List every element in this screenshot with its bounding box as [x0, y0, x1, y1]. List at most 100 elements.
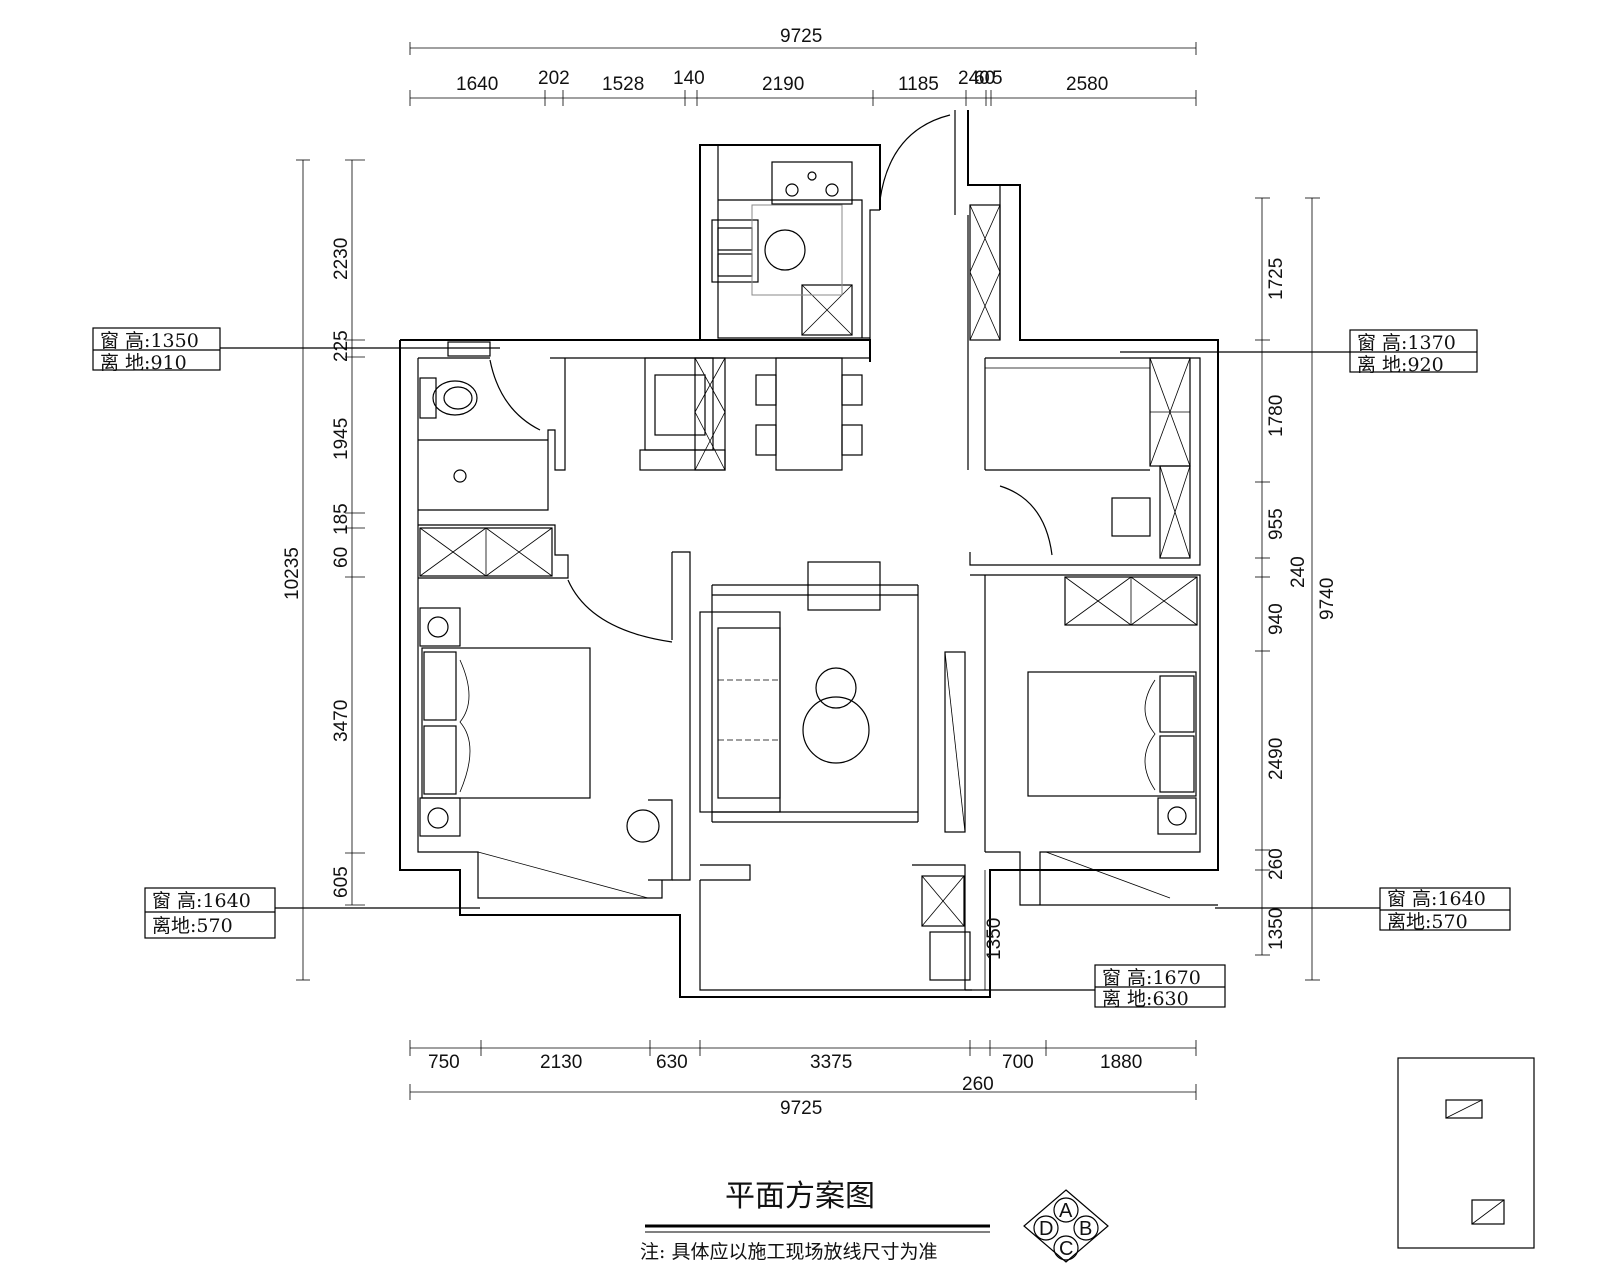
dining-area: [639, 357, 863, 471]
top-total-dim: 9725: [780, 26, 822, 47]
window-tag-1-ground: 离 地:910: [100, 352, 187, 374]
balcony-dim: 1350: [984, 918, 1005, 960]
bottom-dim-extra: 260: [962, 1074, 994, 1095]
entry-cabinet: [969, 204, 1001, 341]
left-dim-4: 185: [331, 503, 352, 535]
dining-chair: [841, 374, 863, 406]
left-dim-3: 1945: [331, 418, 352, 460]
drawing-title: 平面方案图: [725, 1179, 875, 1214]
top-dimensions: 9725 1640 202 1528 140 2190 1185 240 60 …: [409, 26, 1197, 106]
compass-label-c: C: [1059, 1238, 1073, 1260]
dining-table: [775, 357, 843, 471]
laundry-sink: [929, 931, 971, 981]
top-dim-3: 1528: [602, 74, 644, 95]
walls: [399, 110, 1219, 998]
bottom-dimensions: 750 2130 630 3375 700 1880 260 9725: [409, 1040, 1197, 1119]
compass-label-a: A: [1059, 1200, 1073, 1222]
top-dim-2: 202: [538, 68, 570, 89]
title-block: 平面方案图 注: 具体应以施工现场放线尺寸为准: [640, 1179, 990, 1263]
left-dim-1: 2230: [331, 238, 352, 280]
top-dim-9: 5: [992, 68, 1003, 89]
top-dim-10: 2580: [1066, 74, 1108, 95]
window-tag-4-height: 窗 高:1640: [1387, 888, 1486, 910]
nightstand: [419, 797, 461, 837]
legend-box: [1397, 1057, 1535, 1249]
right-dim-7: 260: [1266, 848, 1287, 880]
washing-machine: [921, 875, 965, 927]
shower-drain: [453, 469, 467, 483]
compass-icon: A B C D: [1023, 1189, 1109, 1263]
legend-symbol-2: [1471, 1199, 1505, 1225]
stove: [771, 161, 853, 205]
right-bedroom: [1027, 576, 1198, 899]
window-tag-4-ground: 离地:570: [1387, 911, 1468, 933]
tv-cabinet: [807, 561, 881, 611]
bedroom-chair: [626, 809, 660, 843]
top-dim-7: 240: [958, 68, 990, 89]
window-tag-2-ground: 离 地:920: [1357, 354, 1444, 376]
bottom-dim-1: 750: [428, 1052, 460, 1073]
bottom-total-dim: 9725: [780, 1098, 822, 1119]
left-dim-7: 605: [331, 866, 352, 898]
living-cabinet: [944, 651, 966, 833]
right-total-dim: 9740: [1317, 578, 1338, 620]
compass-label-b: B: [1079, 1218, 1092, 1240]
right-dim-3: 955: [1266, 508, 1287, 540]
compass-label-d: D: [1039, 1218, 1053, 1240]
left-bedroom: [419, 527, 673, 899]
double-bed: [421, 647, 591, 799]
top-dim-4: 140: [673, 68, 705, 89]
bottom-dim-5: 700: [1002, 1052, 1034, 1073]
window-tag-3-ground: 离地:570: [152, 915, 233, 937]
left-dimensions: 10235 2230 225 1945 185 60 3470 605: [282, 159, 365, 981]
pillow: [423, 651, 457, 721]
window-tag-1-height: 窗 高:1350: [100, 330, 199, 352]
kitchen-sink: [711, 219, 759, 283]
top-dim-6: 1185: [898, 74, 939, 95]
coffee-table-small: [815, 667, 857, 709]
right-dimensions: 1725 1780 955 240 940 2490 260 1350 9740: [1255, 197, 1338, 981]
legend-symbol-1: [1445, 1099, 1483, 1119]
left-dim-5: 60: [331, 547, 352, 568]
right-dim-5: 940: [1266, 603, 1287, 635]
balcony: 1350: [921, 870, 1005, 990]
right-dim-8: 1350: [1266, 908, 1287, 950]
window-tag-5-height: 窗 高:1670: [1102, 967, 1201, 989]
double-bed: [1027, 671, 1197, 797]
pillow: [1159, 675, 1195, 733]
pillow: [1159, 735, 1195, 793]
bottom-dim-6: 1880: [1100, 1052, 1142, 1073]
bottom-dim-3: 630: [656, 1052, 688, 1073]
nightstand: [1157, 797, 1197, 835]
living-room: [699, 561, 966, 833]
right-dim-1: 1725: [1266, 258, 1287, 300]
toilet-bowl: [432, 380, 478, 416]
toilet-tank: [419, 377, 437, 419]
right-dim-6: 2490: [1266, 738, 1287, 780]
left-dim-2: 225: [331, 330, 352, 362]
dining-chair: [755, 374, 777, 406]
kitchen-person-figure: [764, 229, 806, 271]
coffee-table: [802, 696, 870, 764]
nightstand: [419, 607, 461, 647]
top-dim-1: 1640: [456, 74, 498, 95]
top-dim-8: 60: [974, 68, 995, 89]
fridge: [801, 284, 853, 336]
right-dim-4: 240: [1288, 556, 1309, 588]
desk-chair: [1111, 497, 1151, 537]
bottom-dim-2: 2130: [540, 1052, 582, 1073]
window-tag-2-height: 窗 高:1370: [1357, 332, 1456, 354]
top-dim-5: 2190: [762, 74, 804, 95]
window-tag-5-ground: 离 地:630: [1102, 988, 1189, 1010]
right-study-room: [985, 357, 1191, 559]
window-tags: 窗 高:1350 离 地:910 窗 高:1370 离 地:920 窗 高:16…: [92, 327, 1511, 1010]
right-dim-2: 1780: [1266, 395, 1287, 437]
pillow: [423, 725, 457, 795]
dining-chair: [755, 424, 777, 456]
kitchen: [711, 161, 863, 338]
dining-chair: [841, 424, 863, 456]
left-dim-6: 3470: [331, 700, 352, 742]
left-total-dim: 10235: [282, 547, 303, 600]
bathroom: [419, 341, 541, 483]
